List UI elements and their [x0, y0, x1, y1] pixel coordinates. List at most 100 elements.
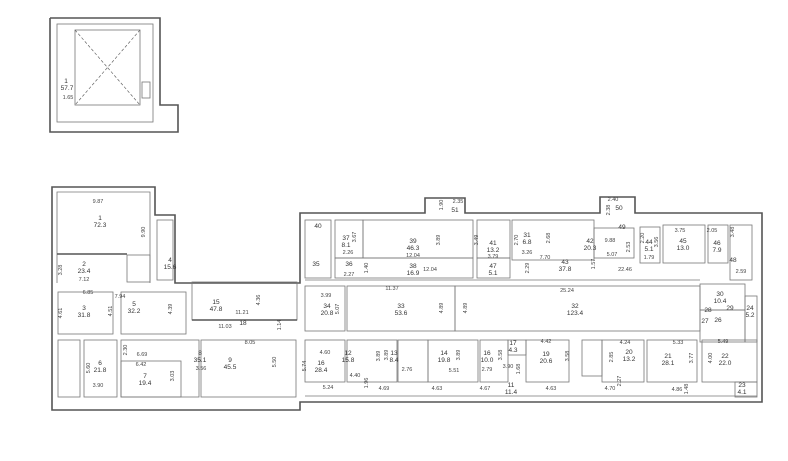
dimension-label: 7.94	[115, 294, 126, 300]
dimension-label: 2.35	[453, 199, 464, 205]
room-23: 234.1	[737, 382, 746, 396]
annex-room-number: 1	[64, 78, 68, 85]
room-44: 445.1	[644, 239, 653, 253]
dimension-label: 2.20	[640, 233, 646, 244]
dimension-label: 1.57	[591, 259, 597, 270]
dimension-label: 3.75	[675, 228, 686, 234]
room-28: 28	[704, 307, 712, 314]
dimension-label: 2.53	[626, 242, 632, 253]
dimension-label: 7.70	[540, 255, 551, 261]
dimension-label: 3.89	[456, 350, 462, 361]
dimension-label: 2.40	[608, 197, 619, 203]
room-number: 49	[618, 224, 626, 231]
room-number: 44	[645, 239, 653, 246]
room-24: 245.2	[745, 305, 754, 319]
room-number: 17	[509, 340, 517, 347]
room-number: 32	[571, 303, 579, 310]
dimension-label: 4.69	[379, 386, 390, 392]
dimension-label: 2.30	[123, 345, 129, 356]
room-area: 5.1	[488, 270, 497, 277]
room-48: 48	[729, 257, 737, 264]
room-area: 10.4	[714, 298, 727, 305]
room-49: 49	[618, 224, 626, 231]
room-number: 21	[664, 353, 672, 360]
dimension-label: 6.69	[137, 352, 148, 358]
room-13: 138.4	[389, 350, 398, 364]
room-area: 21.8	[94, 367, 107, 374]
dimension-label: 1.48	[684, 384, 690, 395]
room-area: 37.8	[559, 266, 572, 273]
dimension-label: 1.79	[644, 255, 655, 261]
dimension-label: 3.67	[352, 232, 358, 243]
dimension-label: 12.04	[423, 267, 437, 273]
room-area: 28.4	[315, 367, 328, 374]
room-area: 19.4	[139, 380, 152, 387]
room-number: 42	[586, 238, 594, 245]
room-18: 18	[239, 320, 247, 327]
dimension-label: 3.56	[654, 237, 660, 248]
building-walls	[51, 186, 763, 411]
room-area: 20.3	[584, 245, 597, 252]
dimension-label: 2.68	[546, 233, 552, 244]
room-area: 31.8	[78, 312, 91, 319]
room-number: 24	[746, 305, 754, 312]
dimension-label: 5.60	[86, 363, 92, 374]
dimension-label: 3.03	[170, 371, 176, 382]
room-number: 16	[483, 350, 491, 357]
dimension-label: 3.89	[436, 235, 442, 246]
dimension-label: 5.74	[302, 361, 308, 372]
dimension-label: 4.36	[256, 295, 262, 306]
room-area: 15.6	[164, 264, 177, 271]
room-number: 5	[132, 301, 136, 308]
room-number: 15	[212, 299, 220, 306]
room-area: 23.4	[78, 268, 91, 275]
room-31: 316.8	[522, 232, 531, 246]
room-7: 719.4	[139, 373, 152, 387]
room-35: 35	[312, 261, 320, 268]
room-area: 8.1	[341, 242, 350, 249]
room-number: 50	[615, 205, 623, 212]
dimension-label: 4.89	[463, 303, 469, 314]
room-area: 20.8	[321, 310, 334, 317]
room-number: 39	[409, 238, 417, 245]
room-number: 23	[738, 382, 746, 389]
room-area: 5.1	[644, 246, 653, 253]
dimension-label: 4.40	[350, 373, 361, 379]
dimension-label: 4.24	[620, 340, 631, 346]
room-4: 415.6	[164, 257, 177, 271]
dimension-label: 2.70	[514, 235, 520, 246]
room-50: 50	[615, 205, 623, 212]
room-area: 72.3	[94, 222, 107, 229]
dimension-label: 9.88	[605, 238, 616, 244]
room-number: 11	[508, 382, 515, 389]
room-number: 37	[342, 235, 350, 242]
room-area: 5.2	[745, 312, 754, 319]
dimension-label: 5.07	[335, 304, 341, 315]
annex-plan: 1 57.7 1.65	[49, 17, 179, 133]
room-area: 13.0	[677, 245, 690, 252]
dimension-label: 6.85	[83, 290, 94, 296]
room-3: 331.8	[78, 305, 91, 319]
dimension-label: 2.79	[482, 367, 493, 373]
dimension-label: 5.33	[673, 340, 684, 346]
room-number: 40	[314, 223, 322, 230]
room-1: 172.3	[94, 215, 107, 229]
dimension-label: 5.07	[607, 252, 618, 258]
room-area: 10.0	[481, 357, 494, 364]
dimension-label: 7.12	[79, 277, 90, 283]
dimension-label: 2.38	[606, 205, 612, 216]
room-5: 532.2	[128, 301, 141, 315]
room-36: 36	[345, 261, 353, 268]
room-number: 14	[440, 350, 448, 357]
annex-room-area: 57.7	[61, 85, 74, 92]
dimension-label: 4.63	[432, 386, 443, 392]
